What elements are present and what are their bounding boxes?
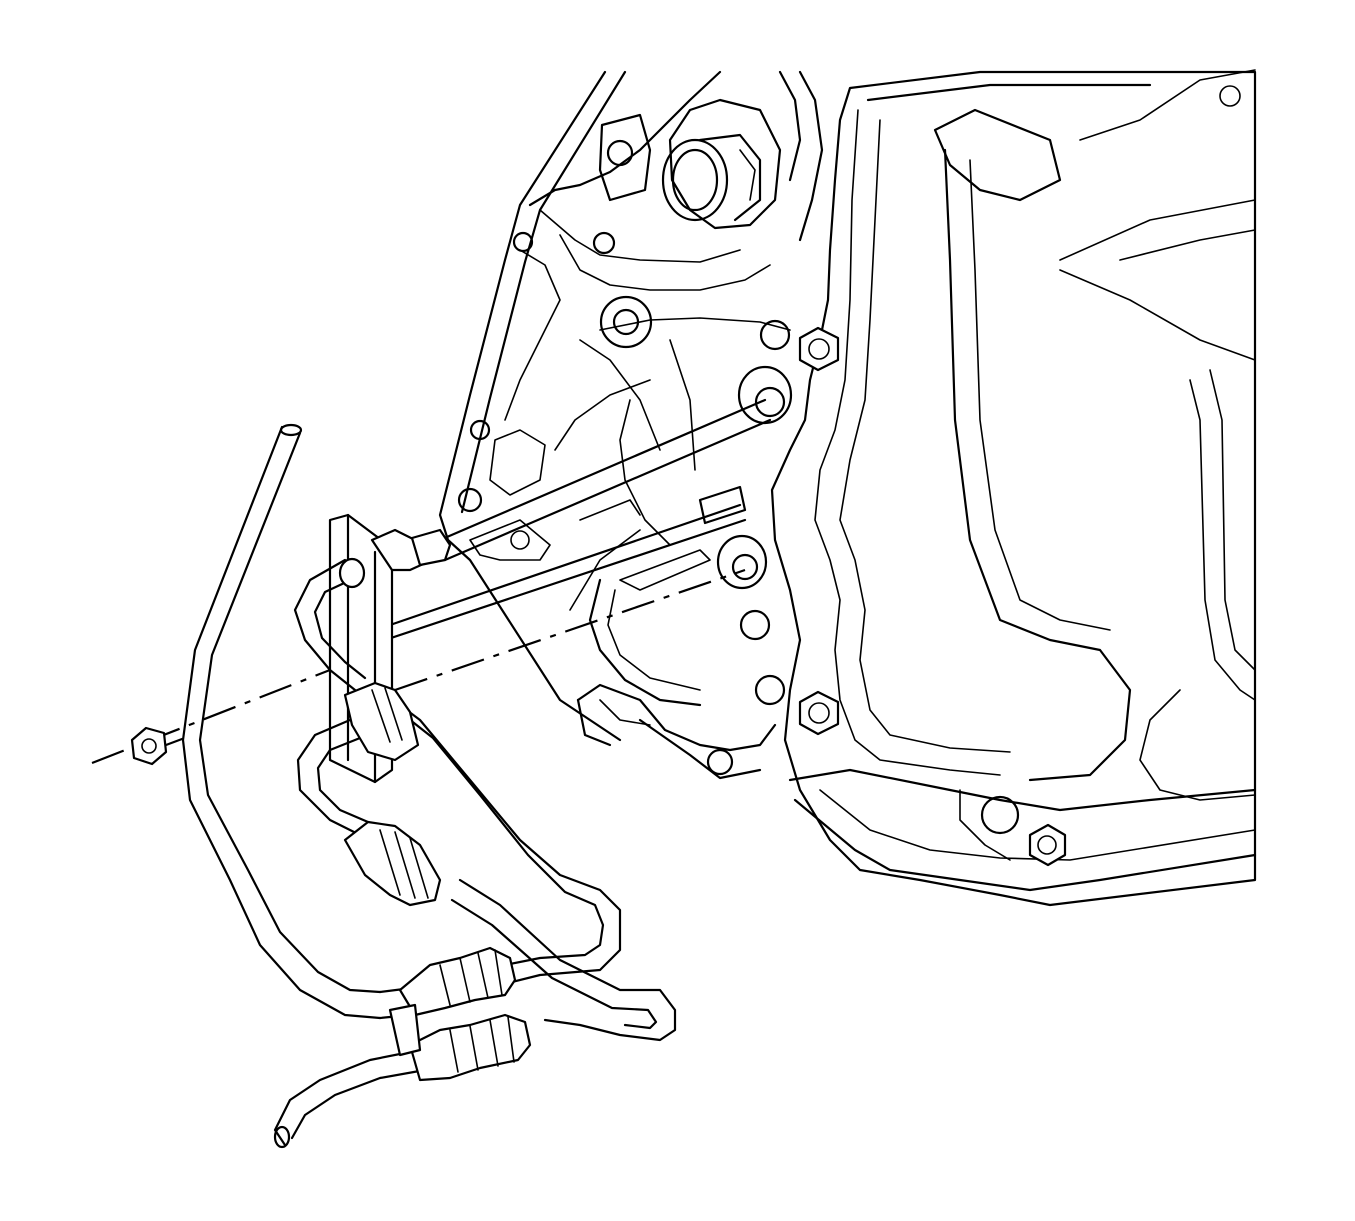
transmission-oil-pan	[770, 69, 1257, 907]
outlet-hose-end-fitting	[408, 1013, 532, 1082]
transmission-case	[438, 70, 824, 742]
cooler-inlet-line	[293, 528, 622, 987]
lower-bracket-bolt	[798, 690, 840, 736]
bracket-fitting	[343, 681, 420, 762]
hose-clip	[388, 1003, 422, 1057]
pan-bolt	[1028, 823, 1067, 867]
cooler-steel-lines	[383, 398, 772, 642]
mid-hose-fitting	[343, 820, 442, 907]
case-bolts	[739, 319, 1067, 867]
inlet-hose-end-fitting	[398, 946, 517, 1017]
lower-fitting-stub	[576, 683, 777, 780]
cooler-line-nut	[130, 726, 184, 766]
cooler-outlet-line	[273, 718, 677, 1149]
upper-bracket-bolt	[798, 326, 840, 372]
electrical-connector	[661, 98, 782, 230]
vent-hose	[181, 423, 382, 1020]
assembly-lines	[91, 568, 746, 765]
cooler-line-fittings	[343, 681, 532, 1082]
